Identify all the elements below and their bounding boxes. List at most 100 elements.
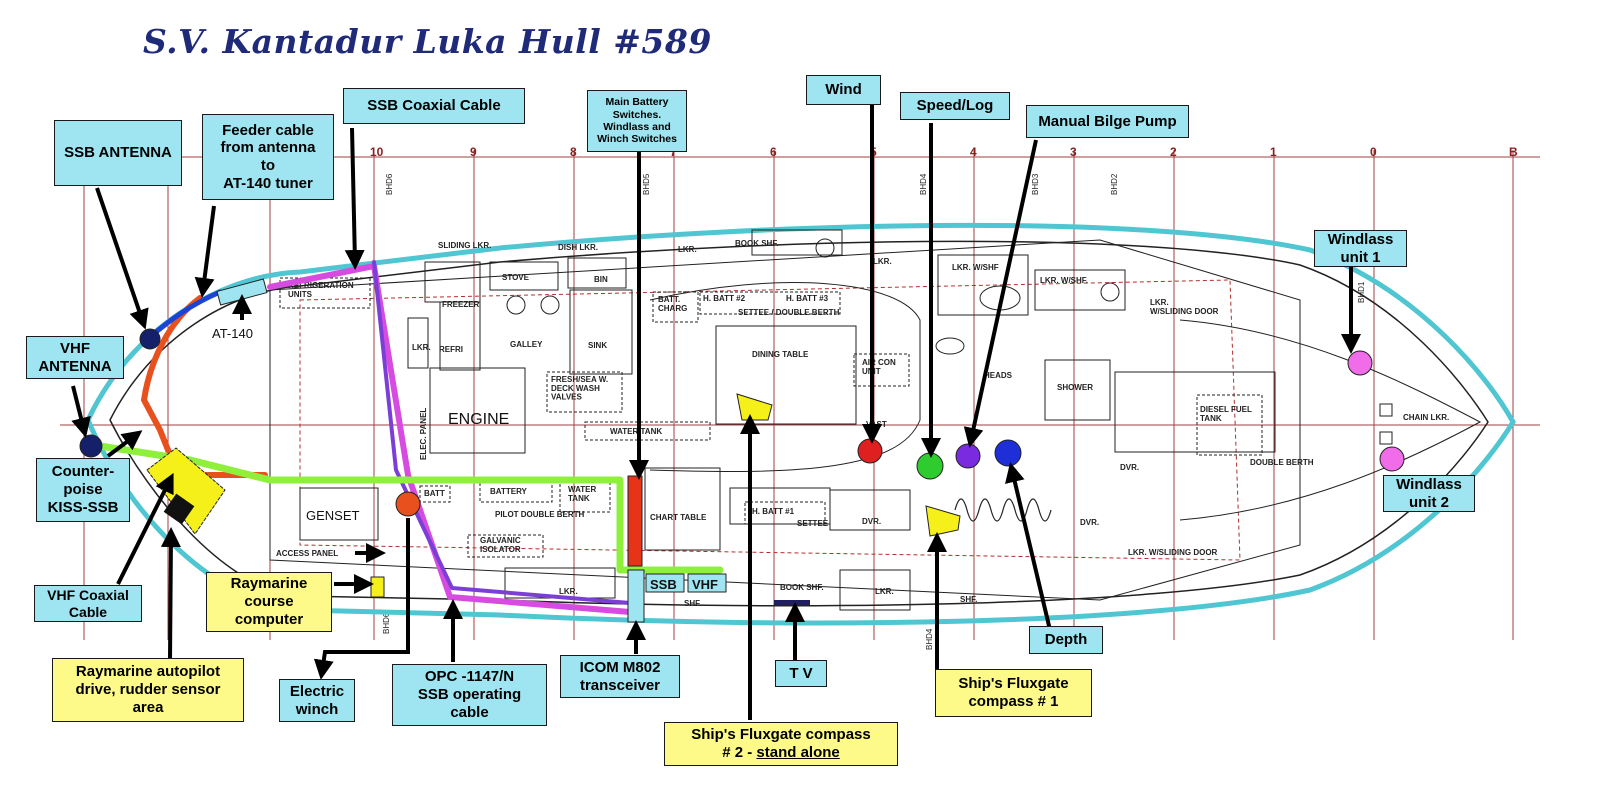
locker-label: LKR. (412, 343, 431, 352)
sliding-locker-label: SLIDING LKR. (438, 241, 491, 250)
bulkhead-label: BHD6 (385, 173, 394, 195)
vhf-radio-box (687, 573, 727, 593)
bulkhead-label: BHD5 (642, 173, 651, 195)
interior-compartments (299, 229, 1276, 611)
fluxgate2-text: Ship's Fluxgate compass # 2 - stand alon… (691, 726, 871, 761)
elec-panel-label: ELEC. PANEL (419, 408, 428, 460)
cabin-outline (269, 239, 1301, 601)
autopilot-drive (163, 493, 195, 525)
rudder-sensor-area (146, 447, 226, 535)
book-shelf-label: BOOK SHF. (735, 239, 779, 248)
dvr-label: DVR. (862, 517, 881, 526)
stove-label: STOVE (502, 273, 530, 282)
callout-arrows (71, 104, 1361, 720)
course-computer-box (370, 576, 385, 598)
access-panel-label: ACCESS PANEL (276, 549, 338, 558)
speed-log-sensor (916, 452, 944, 480)
windlass1-point (1347, 350, 1373, 376)
hbatt2-label: H. BATT #2 (703, 294, 746, 303)
dining-table-label: DINING TABLE (752, 350, 809, 359)
station-number: 8 (570, 145, 577, 159)
callout-wind: Wind (806, 75, 881, 105)
locker-label: LKR. (875, 587, 894, 596)
arrow-depth (1005, 462, 1052, 631)
arrow-autopilot (160, 527, 181, 661)
callout-speed-log: Speed/Log (900, 92, 1010, 120)
opc-cable (372, 260, 632, 605)
vhf-antenna-point (79, 434, 103, 458)
diagram-title: S.V. Kantadur Luka Hull #589 (143, 22, 712, 61)
galley-label: GALLEY (510, 340, 543, 349)
callout-electric-winch: Electric winch (279, 679, 355, 722)
hbatt3-label: H. BATT #3 (786, 294, 829, 303)
station-number: 3 (1070, 145, 1077, 159)
bin-label: BIN (594, 275, 608, 284)
station-grid (60, 150, 1540, 640)
bulkhead-label: BHD4 (925, 628, 934, 650)
arrow-counterpoise (106, 430, 143, 458)
interior-curve (649, 282, 921, 473)
callout-tv: T V (775, 660, 827, 687)
ssb-box-label: SSB (650, 577, 677, 592)
callout-icom: ICOM M802 transceiver (560, 655, 680, 698)
callout-vhf-antenna: VHF ANTENNA (26, 336, 124, 379)
pilot-double-label: PILOT DOUBLE BERTH (495, 510, 585, 519)
dvr-label: DVR. (1080, 518, 1099, 527)
callout-main-battery: Main Battery Switches. Windlass and Winc… (587, 90, 687, 152)
electric-winch-point (395, 491, 421, 517)
chart-table-label: CHART TABLE (650, 513, 707, 522)
main-battery-bar (627, 475, 643, 567)
arrow-vhf-antenna (71, 385, 91, 438)
station-number: 0 (1370, 145, 1377, 159)
vast-label: VAST (866, 420, 887, 429)
hull-inner (109, 240, 1489, 607)
refri-label: REFRI (439, 345, 463, 354)
locker-sliding2-label: LKR. W/SLIDING DOOR (1128, 548, 1218, 557)
windlass2-point (1379, 446, 1405, 472)
callout-ssb-antenna: SSB ANTENNA (54, 120, 182, 186)
bulkhead-label: BHD2 (1110, 173, 1119, 195)
station-number: 2 (1170, 145, 1177, 159)
wind-sensor (857, 438, 883, 464)
bilge-pump (955, 443, 981, 469)
sink-label: SINK (588, 341, 607, 350)
callout-vhf-coaxial: VHF Coaxial Cable (34, 585, 142, 622)
locker-wshf-label: LKR. W/SHF (952, 263, 999, 272)
settee-double-label: SETTEE / DOUBLE BERTH (738, 308, 840, 317)
shower-label: SHOWER (1057, 383, 1093, 392)
battery-label: BATTERY (490, 487, 528, 496)
dashed-labels-boxes (279, 277, 1263, 558)
at140-label: AT-140 (212, 326, 253, 341)
forepeak-curve (1179, 319, 1482, 521)
locker-sliding-label: LKR.W/SLIDING DOOR (1150, 298, 1219, 316)
dish-locker-label: DISH LKR. (558, 243, 598, 252)
station-number: 6 (770, 145, 777, 159)
bulkhead-label: BHD4 (919, 173, 928, 195)
batt-charg-label: BATT.CHARG (658, 295, 687, 313)
chain-locker-label: CHAIN LKR. (1403, 413, 1449, 422)
engine-label: ENGINE (448, 411, 509, 428)
fluxgate2-compass (736, 393, 773, 421)
vhf-box-label: VHF (692, 577, 718, 592)
settee-label: SETTEE (797, 519, 829, 528)
double-berth-label: DOUBLE BERTH (1250, 458, 1314, 467)
book-shelf2-label: BOOK SHF. (780, 583, 824, 592)
arrow-feeder (194, 205, 216, 298)
water-tank-label: WATER TANK (610, 427, 662, 436)
arrow-bilge (963, 139, 1038, 448)
icom-radio (627, 569, 645, 623)
bulkhead-label: BHD3 (1031, 173, 1040, 195)
locker-label: LKR. (559, 587, 578, 596)
arrow-ssb-antenna (95, 187, 149, 330)
callout-fluxgate1: Ship's Fluxgate compass # 1 (935, 669, 1092, 717)
ssb-antenna-point (139, 328, 161, 350)
callout-fluxgate2: Ship's Fluxgate compass # 2 - stand alon… (664, 722, 898, 766)
callout-manual-bilge: Manual Bilge Pump (1026, 105, 1189, 138)
chain-locker-box (1379, 403, 1393, 417)
locker-label: LKR. (873, 257, 892, 266)
